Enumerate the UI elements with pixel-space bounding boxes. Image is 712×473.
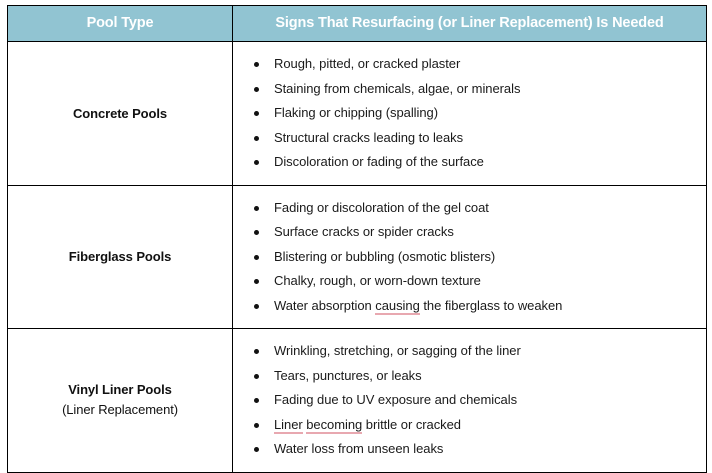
word: weaken <box>517 297 563 313</box>
list-item-text: Wrinkling, stretching, or sagging of the… <box>274 343 521 358</box>
list-item-text: Fading due to UV exposure and chemicals <box>274 392 518 407</box>
bullet-dot-icon <box>254 303 259 309</box>
list-item: Rough, pitted, or cracked plaster <box>251 52 696 77</box>
list-item: Flaking or chipping (spalling) <box>251 101 696 126</box>
list-item: Blistering or bubbling (osmotic blisters… <box>251 245 696 270</box>
table-header: Pool Type Signs That Resurfacing (or Lin… <box>7 5 707 42</box>
list-item: Water loss from unseen leaks <box>251 437 696 462</box>
bullet-dot-icon <box>254 86 259 92</box>
list-item: Surface cracks or spider cracks <box>251 220 696 245</box>
table-body: Concrete Pools Rough, pitted, or cracked … <box>7 41 707 473</box>
bullet-dot-icon <box>254 279 259 284</box>
bullet-dot-icon <box>254 160 259 165</box>
word: fiberglass <box>444 297 500 313</box>
list-item-text: Blistering or bubbling (osmotic blisters… <box>274 248 496 264</box>
bullet-dot-icon <box>254 422 259 428</box>
pool-type-cell: Vinyl Liner Pools (Liner Replacement) <box>7 328 233 473</box>
bullet-dot-icon <box>254 62 259 67</box>
list-item-text: Staining from chemicals, algae, or miner… <box>274 80 521 96</box>
list-item: Structural cracks leading to leaks <box>251 126 696 151</box>
list-item-text: Structural cracks leading to leaks <box>274 129 464 145</box>
bullet-dot-icon <box>254 230 259 235</box>
signs-cell: Wrinkling, stretching, or sagging of the… <box>232 328 707 473</box>
table-container: Pool Type Signs That Resurfacing (or Lin… <box>7 5 707 473</box>
pool-type-cell: Fiberglass Pools <box>7 184 233 329</box>
word: Water <box>274 297 308 313</box>
table-row: Concrete Pools Rough, pitted, or cracked … <box>7 41 707 186</box>
bullet-dot-icon <box>254 373 259 379</box>
word: cracked <box>415 416 461 432</box>
bullet-dot-icon <box>254 254 259 260</box>
pool-type-name: Vinyl Liner Pools <box>68 382 172 398</box>
list-item-text: Discoloration or fading of the surface <box>274 154 484 169</box>
word: absorption <box>311 297 372 313</box>
bullet-dot-icon <box>254 135 259 141</box>
spellcheck-underlined-word: causing <box>375 297 420 315</box>
bullet-dot-icon <box>254 205 259 211</box>
table-row: Vinyl Liner Pools (Liner Replacement) Wrin… <box>7 328 707 473</box>
list-item: Staining from chemicals, algae, or miner… <box>251 77 696 102</box>
pool-type-cell: Concrete Pools <box>7 41 233 186</box>
word: brittle <box>365 416 398 432</box>
table-row: Fiberglass Pools Fading or discoloration … <box>7 184 707 329</box>
list-item: Water absorption causing the fiberglass … <box>251 294 696 319</box>
list-item-text: Liner becoming brittle or cracked <box>274 416 461 434</box>
bullet-dot-icon <box>254 447 259 452</box>
pool-resurfacing-table: Pool Type Signs That Resurfacing (or Lin… <box>7 5 707 473</box>
pool-type-name: Concrete Pools <box>73 105 167 121</box>
list-item: Chalky, rough, or worn-down texture <box>251 269 696 294</box>
bullet-dot-icon <box>254 398 259 403</box>
spellcheck-underlined-word: Liner <box>274 416 303 434</box>
bullet-dot-icon <box>254 349 259 354</box>
list-item: Discoloration or fading of the surface <box>251 150 696 175</box>
table-header-row: Pool Type Signs That Resurfacing (or Lin… <box>7 5 707 42</box>
word: the <box>423 297 442 313</box>
list-item-text: Tears, punctures, or leaks <box>274 367 422 383</box>
column-header-signs: Signs That Resurfacing (or Liner Replace… <box>232 5 707 42</box>
signs-list: Wrinkling, stretching, or sagging of the… <box>251 339 696 462</box>
list-item: Wrinkling, stretching, or sagging of the… <box>251 339 696 364</box>
pool-type-subtitle: (Liner Replacement) <box>62 401 178 417</box>
list-item: Fading or discoloration of the gel coat <box>251 196 696 221</box>
spellcheck-underlined-word: becoming <box>306 416 363 434</box>
list-item-text: Chalky, rough, or worn-down texture <box>274 273 481 288</box>
list-item-text: Water loss from unseen leaks <box>274 441 444 456</box>
list-item-text: Flaking or chipping (spalling) <box>274 105 438 120</box>
list-item-text: Surface cracks or spider cracks <box>274 224 454 239</box>
bullet-dot-icon <box>254 111 259 116</box>
pool-type-name: Fiberglass Pools <box>68 249 172 264</box>
list-item: Liner becoming brittle or cracked <box>251 413 696 438</box>
word: or <box>400 416 413 432</box>
list-item-text: Fading or discoloration of the gel coat <box>274 199 489 215</box>
column-header-pool-type: Pool Type <box>7 5 233 42</box>
list-item: Fading due to UV exposure and chemicals <box>251 388 696 413</box>
list-item-text: Water absorption causing the fiberglass … <box>274 297 563 315</box>
page-root: Pool Type Signs That Resurfacing (or Lin… <box>7 5 707 473</box>
word: to <box>503 297 515 313</box>
list-item-text: Rough, pitted, or cracked plaster <box>274 56 461 71</box>
list-item: Tears, punctures, or leaks <box>251 364 696 389</box>
